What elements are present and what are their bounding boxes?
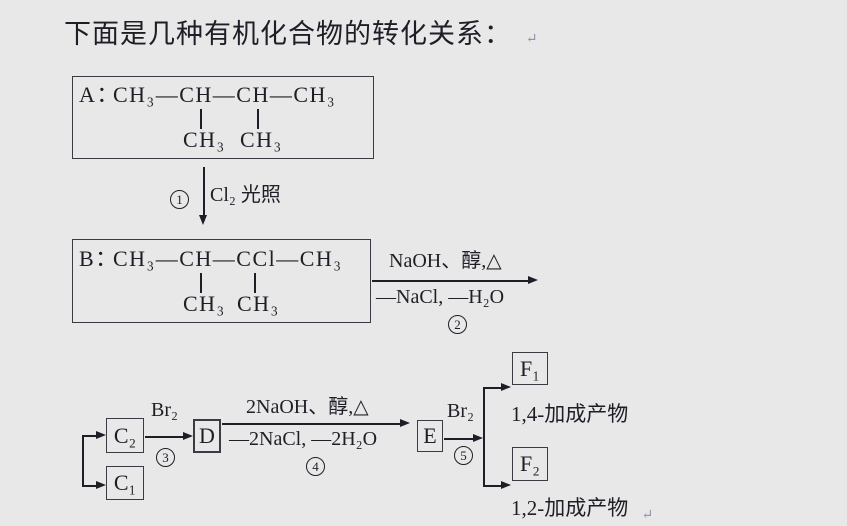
reaction-5-arrow-line bbox=[444, 438, 475, 440]
compound-b-branch-left: CH₃ bbox=[183, 291, 226, 316]
arrowhead-right-icon bbox=[183, 432, 193, 440]
arrowhead-right-icon bbox=[96, 431, 106, 439]
step-2-circle: 2 bbox=[448, 315, 467, 334]
compound-box-d: D bbox=[193, 419, 221, 453]
bond-line bbox=[257, 109, 259, 129]
arrowhead-down-icon bbox=[199, 215, 207, 225]
return-mark-icon: ↵ bbox=[641, 508, 654, 523]
arrowhead-right-icon bbox=[96, 481, 106, 489]
compound-b-label: B： bbox=[79, 246, 119, 271]
bond-line bbox=[254, 273, 256, 293]
f1-product-note: 1,4-加成产物 bbox=[511, 402, 629, 426]
compound-d-label: D bbox=[199, 423, 215, 448]
page-title: 下面是几种有机化合物的转化关系： ↵ bbox=[64, 12, 537, 51]
compound-box-a: A： CH₃—CH—CH—CH₃ CH₃ CH₃ bbox=[72, 76, 374, 159]
compound-c2-label: C₂ bbox=[113, 422, 137, 448]
step-4-circle: 4 bbox=[306, 457, 325, 476]
arrowhead-right-icon bbox=[501, 481, 511, 489]
compound-b-branch-right: CH₃ bbox=[237, 291, 280, 316]
page-title-text: 下面是几种有机化合物的转化关系： bbox=[64, 19, 512, 49]
compound-box-f2: F₂ bbox=[512, 447, 548, 481]
reagent-br2-step5: Br₂ bbox=[447, 400, 474, 422]
compound-e-label: E bbox=[423, 423, 437, 448]
bond-line bbox=[200, 109, 202, 129]
compound-a-label: A： bbox=[79, 82, 120, 107]
arrowhead-right-icon bbox=[501, 383, 511, 391]
reagent-cl2-light: Cl₂ 光照 bbox=[210, 184, 281, 206]
compound-a-branch-left: CH₃ bbox=[183, 127, 226, 152]
compound-a-chain: CH₃—CH—CH—CH₃ bbox=[113, 82, 337, 107]
arrowhead-right-icon bbox=[528, 276, 538, 284]
reaction-4-byproducts: —2NaCl, —2H₂O bbox=[229, 428, 378, 450]
compound-b-chain: CH₃—CH—CCl—CH₃ bbox=[113, 246, 343, 271]
compound-f2-label: F₂ bbox=[520, 451, 540, 476]
bond-line bbox=[200, 273, 202, 293]
compound-box-c1: C₁ bbox=[106, 466, 144, 500]
step-5-circle: 5 bbox=[454, 446, 473, 465]
compound-box-e: E bbox=[417, 420, 443, 452]
product-branch-line bbox=[483, 387, 485, 487]
reaction-2-conditions: NaOH、醇,△ bbox=[389, 250, 502, 272]
arrowhead-right-icon bbox=[473, 434, 483, 442]
reaction-4-conditions: 2NaOH、醇,△ bbox=[246, 396, 369, 418]
reaction-2-arrow-line bbox=[372, 280, 530, 282]
compound-a-branch-right: CH₃ bbox=[240, 127, 283, 152]
compound-c1-label: C₁ bbox=[113, 470, 137, 495]
compound-box-c2: C₂ bbox=[106, 418, 144, 453]
branch-bracket-line bbox=[82, 435, 84, 487]
product-branch-arrow-line bbox=[483, 387, 503, 389]
f2-product-note-line: 1,2-加成产物 ↵ bbox=[511, 496, 654, 523]
step-1-circle: 1 bbox=[170, 190, 189, 209]
reaction-1-arrow-line bbox=[203, 167, 205, 217]
return-mark-icon: ↵ bbox=[525, 32, 538, 47]
product-branch-arrow-line bbox=[483, 485, 503, 487]
compound-box-f1: F₁ bbox=[512, 352, 548, 385]
f2-product-note: 1,2-加成产物 bbox=[511, 496, 629, 520]
branch-arrow-line bbox=[82, 435, 98, 437]
reagent-br2-step3: Br₂ bbox=[151, 399, 178, 421]
compound-box-b: B： CH₃—CH—CCl—CH₃ CH₃ CH₃ bbox=[72, 239, 371, 323]
branch-arrow-line bbox=[82, 485, 98, 487]
reaction-3-arrow-line bbox=[145, 436, 184, 438]
arrowhead-right-icon bbox=[400, 419, 410, 427]
compound-f1-label: F₁ bbox=[520, 355, 540, 381]
reaction-4-arrow-line bbox=[222, 423, 402, 425]
reaction-2-byproducts: —NaCl, —H₂O bbox=[376, 286, 505, 308]
step-3-circle: 3 bbox=[156, 448, 175, 467]
